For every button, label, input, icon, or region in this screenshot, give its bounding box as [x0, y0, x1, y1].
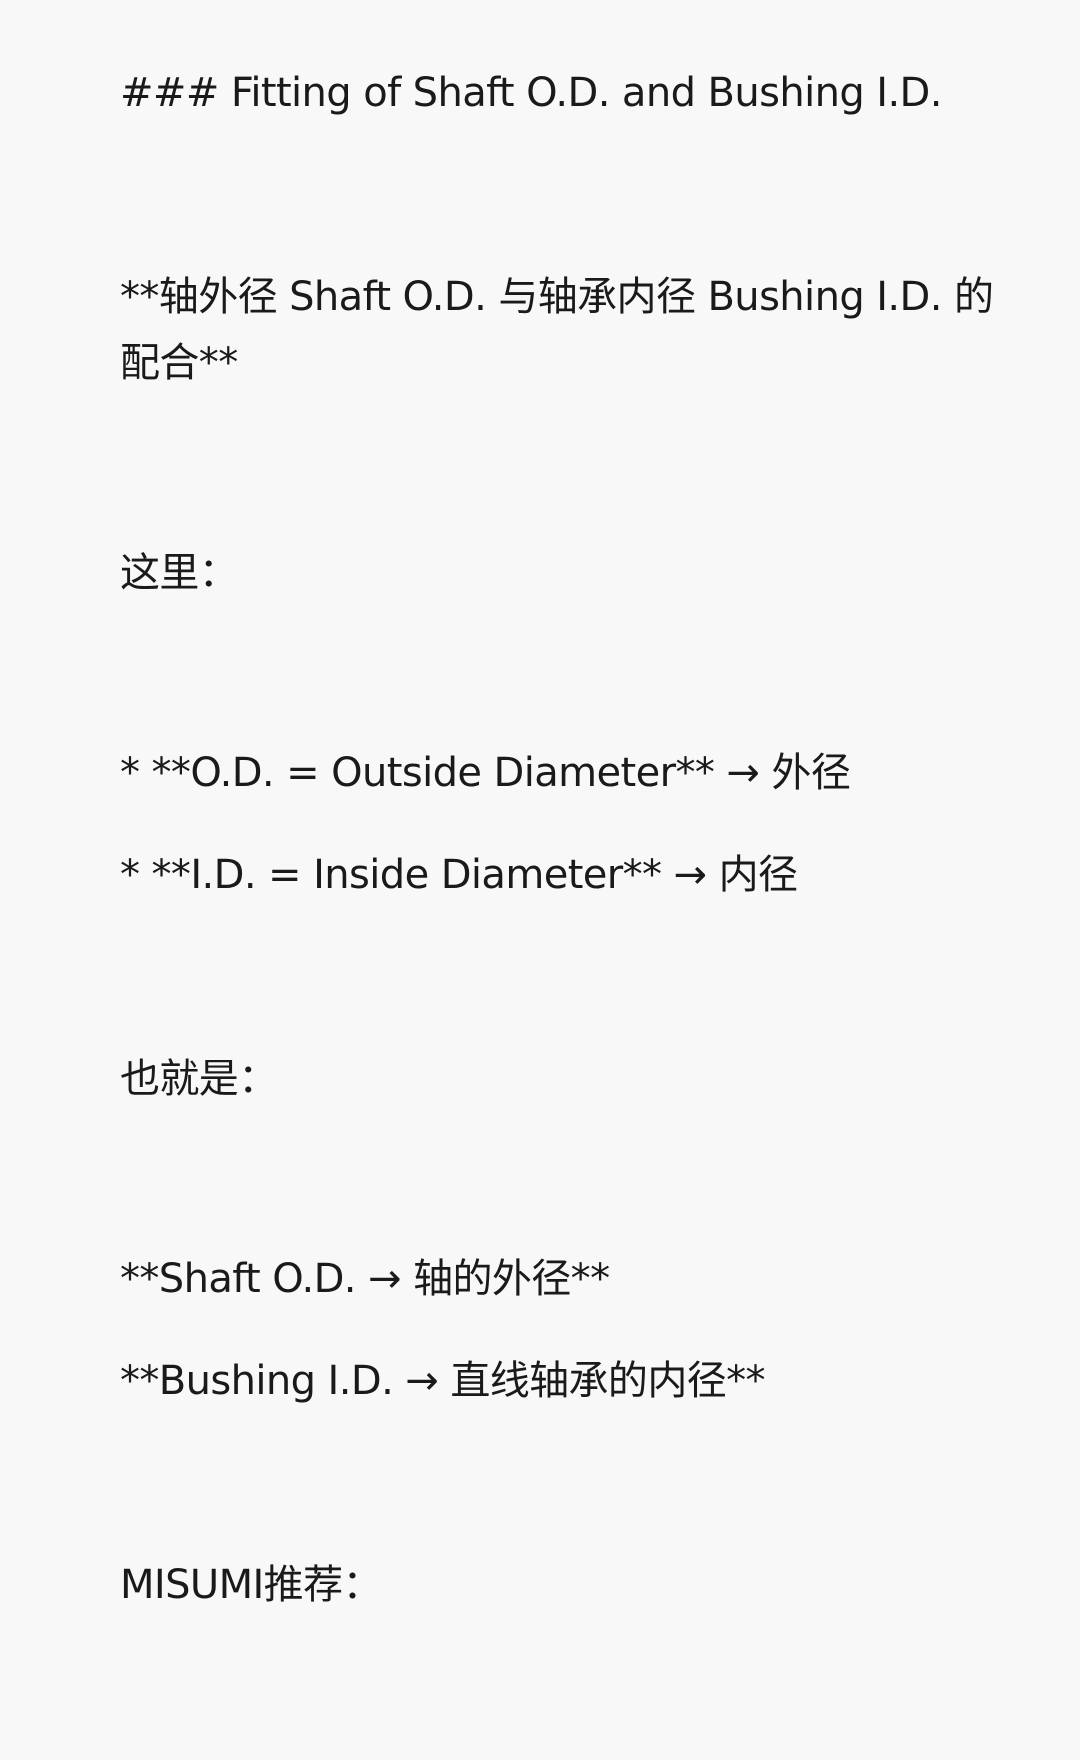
that-is-label: 也就是： [120, 1056, 278, 1102]
bushing-id-line: **Bushing I.D. → 直线轴承的内径** [120, 1358, 766, 1404]
bold-title-paragraph: **轴外径 Shaft O.D. 与轴承内径 Bushing I.D. 的配合*… [120, 274, 994, 386]
shaft-od-line: **Shaft O.D. → 轴的外径** [120, 1256, 610, 1302]
misumi-recommendation-label: MISUMI推荐： [120, 1562, 382, 1608]
list-item-inside-diameter: * **I.D. = Inside Diameter** → 内径 [120, 852, 798, 898]
markdown-heading: ### Fitting of Shaft O.D. and Bushing I.… [120, 70, 942, 116]
here-label: 这里： [120, 550, 239, 596]
list-item-outside-diameter: * **O.D. = Outside Diameter** → 外径 [120, 750, 851, 796]
